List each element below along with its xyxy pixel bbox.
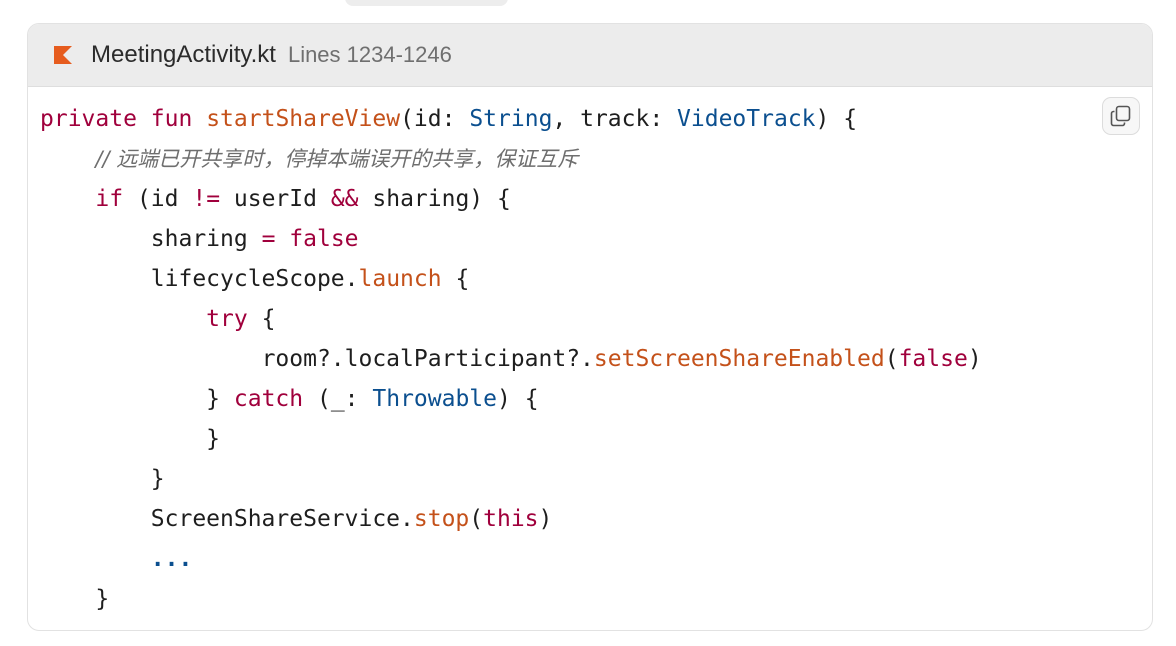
code-text: }	[95, 586, 110, 612]
keyword-catch: catch	[233, 386, 304, 412]
code-text: userId	[220, 186, 331, 212]
code-text: (	[884, 346, 899, 372]
code-line-7: room?.localParticipant?.setScreenShareEn…	[40, 339, 982, 379]
function-set-screen-share-enabled: setScreenShareEnabled	[593, 346, 885, 372]
code-text: lifecycleScope.	[150, 266, 359, 292]
code-text: }	[206, 426, 221, 452]
keyword-private: private	[40, 106, 137, 132]
kotlin-logo-icon	[54, 46, 72, 64]
code-line-11: ScreenShareService.stop(this)	[40, 499, 982, 539]
code-line-13: }	[40, 579, 982, 619]
keyword-if: if	[95, 186, 124, 212]
keyword-this: this	[483, 506, 539, 532]
code-text: (	[469, 506, 484, 532]
keyword-try: try	[206, 306, 248, 332]
function-launch: launch	[358, 266, 442, 292]
type-string: String	[469, 106, 553, 132]
code-line-4: sharing = false	[40, 219, 982, 259]
copy-icon	[1110, 105, 1131, 127]
type-throwable: Throwable	[372, 386, 497, 412]
code-text: ScreenShareService.	[150, 506, 414, 532]
keyword-false: false	[289, 226, 359, 252]
code-ellipsis: ...	[150, 546, 193, 572]
type-videotrack: VideoTrack	[677, 106, 816, 132]
code-line-12: ...	[40, 539, 982, 579]
copy-button[interactable]	[1102, 97, 1140, 135]
keyword-fun: fun	[150, 106, 193, 132]
code-comment: // 远端已开共享时，停掉本端误开的共享，保证互斥	[95, 147, 579, 171]
top-tab-fragment	[345, 0, 508, 6]
line-range: Lines 1234-1246	[287, 42, 452, 67]
code-line-5: lifecycleScope.launch {	[40, 259, 982, 299]
code-text	[275, 226, 289, 252]
code-text: )	[538, 506, 553, 532]
code-line-2: // 远端已开共享时，停掉本端误开的共享，保证互斥	[40, 139, 982, 179]
code-line-6: try {	[40, 299, 982, 339]
code-text: {	[247, 306, 276, 332]
code-text: ) {	[815, 106, 858, 132]
code-text: room?.localParticipant?.	[261, 346, 594, 372]
code-line-8: } catch (_: Throwable) {	[40, 379, 982, 419]
code-text: , track:	[552, 106, 678, 132]
code-line-9: }	[40, 419, 982, 459]
file-name: MeetingActivity.kt	[91, 41, 276, 68]
keyword-false: false	[898, 346, 968, 372]
code-text: {	[441, 266, 470, 292]
function-stop: stop	[413, 506, 470, 532]
code-content: private fun startShareView(id: String, t…	[40, 99, 982, 619]
code-text: }	[150, 466, 165, 492]
code-text: )	[967, 346, 982, 372]
code-text: sharing) {	[358, 186, 511, 212]
code-text: (_:	[303, 386, 373, 412]
operator-and: &&	[330, 186, 359, 212]
function-name: startShareView	[206, 106, 401, 132]
operator-assign: =	[261, 226, 276, 252]
code-text: (id	[123, 186, 193, 212]
code-line-3: if (id != userId && sharing) {	[40, 179, 982, 219]
code-text: sharing	[150, 226, 262, 252]
code-block-header: MeetingActivity.kt Lines 1234-1246	[28, 24, 1152, 87]
code-text: ) {	[497, 386, 539, 412]
code-line-1: private fun startShareView(id: String, t…	[40, 99, 982, 139]
code-block-card: MeetingActivity.kt Lines 1234-1246 priva…	[27, 23, 1153, 631]
code-line-10: }	[40, 459, 982, 499]
code-text: (id:	[400, 106, 470, 132]
operator-not-equal: !=	[192, 186, 221, 212]
code-text: }	[206, 386, 234, 412]
